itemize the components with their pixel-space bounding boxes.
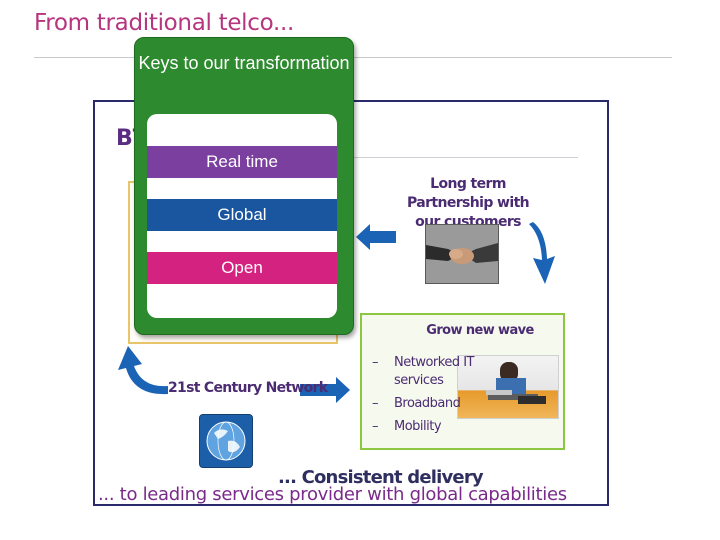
list-item: –Mobility: [372, 419, 442, 434]
network-label-text: 21st Century Network: [168, 380, 328, 396]
slide-title: From traditional telco...: [34, 10, 295, 36]
key-label: Open: [221, 258, 263, 277]
globe-icon: [199, 414, 253, 468]
keys-panel: Keys to our transformation Real time Glo…: [134, 37, 354, 335]
arrow-left-icon: [356, 224, 396, 250]
list-item-label: Broadband: [394, 396, 461, 411]
laptop-user-photo: [457, 355, 559, 419]
partnership-label: Long term Partnership with our customers: [406, 176, 530, 230]
consistent-delivery-label: ... Consistent delivery: [278, 467, 484, 488]
list-item-label: Networked IT services: [394, 355, 474, 388]
brand-divider: [148, 157, 578, 158]
key-real-time: Real time: [147, 146, 337, 178]
key-open: Open: [147, 252, 337, 284]
list-item-label: Mobility: [394, 419, 442, 434]
key-label: Global: [217, 205, 267, 224]
grow-new-wave-title: Grow new wave: [426, 323, 534, 338]
arrow-curved-down-icon: [529, 222, 555, 284]
list-item: –Broadband: [372, 396, 461, 411]
arrow-right-icon: [300, 377, 350, 403]
key-label: Real time: [206, 152, 278, 171]
grow-new-wave-list: –Networked IT services –Broadband –Mobil…: [372, 354, 474, 436]
handshake-photo: [425, 224, 499, 284]
network-label: 21st Century Network: [168, 380, 328, 396]
list-item: –Networked IT services: [372, 355, 474, 388]
slide-footer: ... to leading services provider with gl…: [98, 484, 567, 505]
keys-list: Real time Global Open: [147, 114, 337, 318]
keys-heading: Keys to our transformation: [138, 53, 350, 73]
key-global: Global: [147, 199, 337, 231]
arrow-curved-up-icon: [118, 346, 168, 395]
